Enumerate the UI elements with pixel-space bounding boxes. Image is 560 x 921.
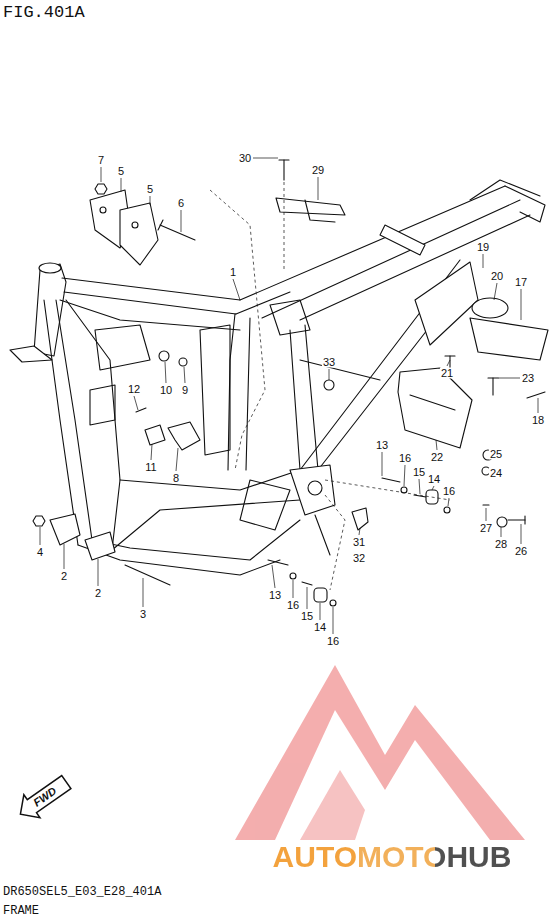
callout-number: 8 (172, 473, 180, 484)
model-code: DR650SEL5_E03_E28_401A (3, 886, 161, 898)
callout-number: 18 (531, 415, 545, 426)
callout-number: 26 (514, 546, 528, 557)
callout-number: 15 (300, 611, 314, 622)
callout-number: 6 (177, 198, 185, 209)
callout-number: 16 (398, 453, 412, 464)
callout-number: 11 (144, 462, 157, 473)
callout-number: 21 (440, 368, 454, 379)
callout-number: 16 (442, 486, 456, 497)
callout-number: 27 (479, 523, 493, 534)
callout-number: 22 (430, 452, 444, 463)
callout-number: 3 (139, 609, 147, 620)
callout-number: 24 (489, 468, 503, 479)
callout-number: 30 (238, 153, 252, 164)
callout-number: 16 (286, 600, 300, 611)
leader-lines (40, 158, 538, 634)
callout-number: 5 (146, 184, 154, 195)
callout-number: 23 (521, 373, 535, 384)
callout-number: 32 (352, 553, 366, 564)
callout-number: 5 (117, 166, 125, 177)
callout-number: 29 (311, 165, 325, 176)
callout-number: 15 (412, 467, 426, 478)
forward-arrow (12, 771, 74, 826)
callout-number: 14 (313, 622, 327, 633)
callout-number: 13 (268, 590, 282, 601)
callout-number: 2 (60, 571, 68, 582)
figure-title: FIG.401A (3, 4, 85, 21)
callout-number: 12 (127, 384, 141, 395)
watermark-text: AUTOMOTOHUB (273, 842, 512, 872)
callout-number: 1 (229, 267, 237, 278)
callout-number: 2 (94, 588, 102, 599)
callout-number: 4 (36, 547, 44, 558)
callout-number: 28 (494, 539, 508, 550)
callout-number: 17 (514, 277, 528, 288)
callout-number: 16 (326, 636, 340, 647)
callout-number: 7 (97, 155, 105, 166)
callout-number: 33 (322, 357, 336, 368)
callout-number: 13 (375, 440, 389, 451)
callout-number: 25 (489, 449, 503, 460)
watermark-logo (235, 665, 525, 840)
callout-number: 10 (159, 385, 173, 396)
callout-number: 14 (427, 474, 441, 485)
callout-number: 20 (490, 271, 504, 282)
figure-caption: FRAME (3, 905, 39, 917)
callout-number: 31 (352, 537, 366, 548)
callout-number: 9 (181, 385, 189, 396)
callout-number: 19 (476, 242, 490, 253)
